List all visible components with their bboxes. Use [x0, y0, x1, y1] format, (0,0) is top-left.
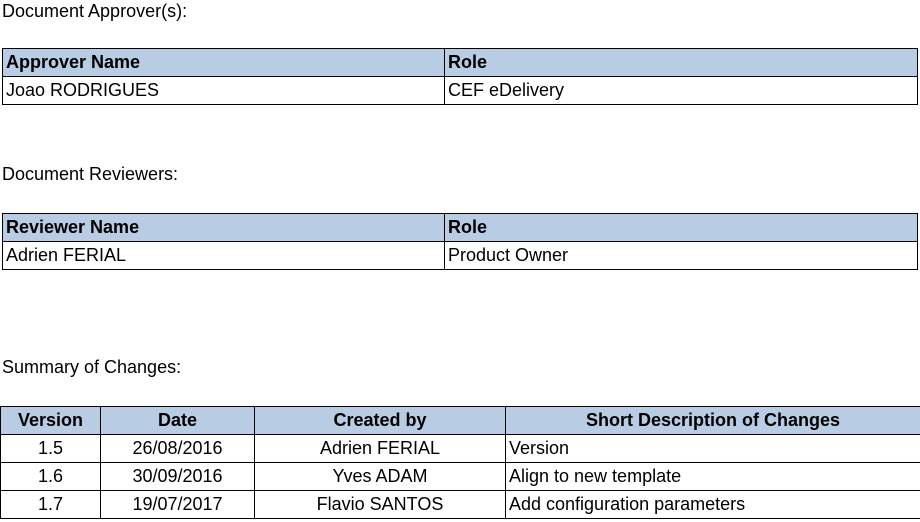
version-cell: 1.5: [0, 434, 101, 463]
created-by-cell: Yves ADAM: [254, 462, 506, 491]
reviewers-header-row: Reviewer Name Role: [2, 213, 918, 242]
approver-name-header: Approver Name: [2, 48, 445, 77]
version-cell: 1.7: [0, 490, 101, 519]
changes-header-row: Version Date Created by Short Descriptio…: [0, 406, 920, 435]
description-cell: Align to new template: [505, 462, 920, 491]
table-row: 1.6 30/09/2016 Yves ADAM Align to new te…: [0, 462, 920, 491]
table-row: 1.7 19/07/2017 Flavio SANTOS Add configu…: [0, 490, 920, 519]
reviewers-table: Reviewer Name Role Adrien FERIAL Product…: [2, 213, 918, 270]
created-by-cell: Adrien FERIAL: [254, 434, 506, 463]
reviewer-role-header: Role: [444, 213, 918, 242]
created-by-cell: Flavio SANTOS: [254, 490, 506, 519]
approver-role-cell: CEF eDelivery: [444, 76, 918, 105]
description-cell: Version: [505, 434, 920, 463]
reviewer-name-cell: Adrien FERIAL: [2, 241, 445, 270]
reviewer-name-header: Reviewer Name: [2, 213, 445, 242]
created-by-header: Created by: [254, 406, 506, 435]
changes-table: Version Date Created by Short Descriptio…: [0, 406, 920, 519]
date-cell: 30/09/2016: [100, 462, 255, 491]
approver-name-cell: Joao RODRIGUES: [2, 76, 445, 105]
description-header: Short Description of Changes: [505, 406, 920, 435]
changes-heading: Summary of Changes:: [2, 357, 182, 377]
approvers-header-row: Approver Name Role: [2, 48, 918, 77]
description-cell: Add configuration parameters: [505, 490, 920, 519]
date-cell: 26/08/2016: [100, 434, 255, 463]
table-row: Joao RODRIGUES CEF eDelivery: [2, 76, 918, 105]
version-header: Version: [0, 406, 101, 435]
reviewer-role-cell: Product Owner: [444, 241, 918, 270]
approver-role-header: Role: [444, 48, 918, 77]
date-header: Date: [100, 406, 255, 435]
date-cell: 19/07/2017: [100, 490, 255, 519]
reviewers-heading: Document Reviewers:: [2, 164, 179, 184]
table-row: 1.5 26/08/2016 Adrien FERIAL Version: [0, 434, 920, 463]
version-cell: 1.6: [0, 462, 101, 491]
table-row: Adrien FERIAL Product Owner: [2, 241, 918, 270]
approvers-heading: Document Approver(s):: [2, 1, 188, 21]
approvers-table: Approver Name Role Joao RODRIGUES CEF eD…: [2, 48, 918, 105]
